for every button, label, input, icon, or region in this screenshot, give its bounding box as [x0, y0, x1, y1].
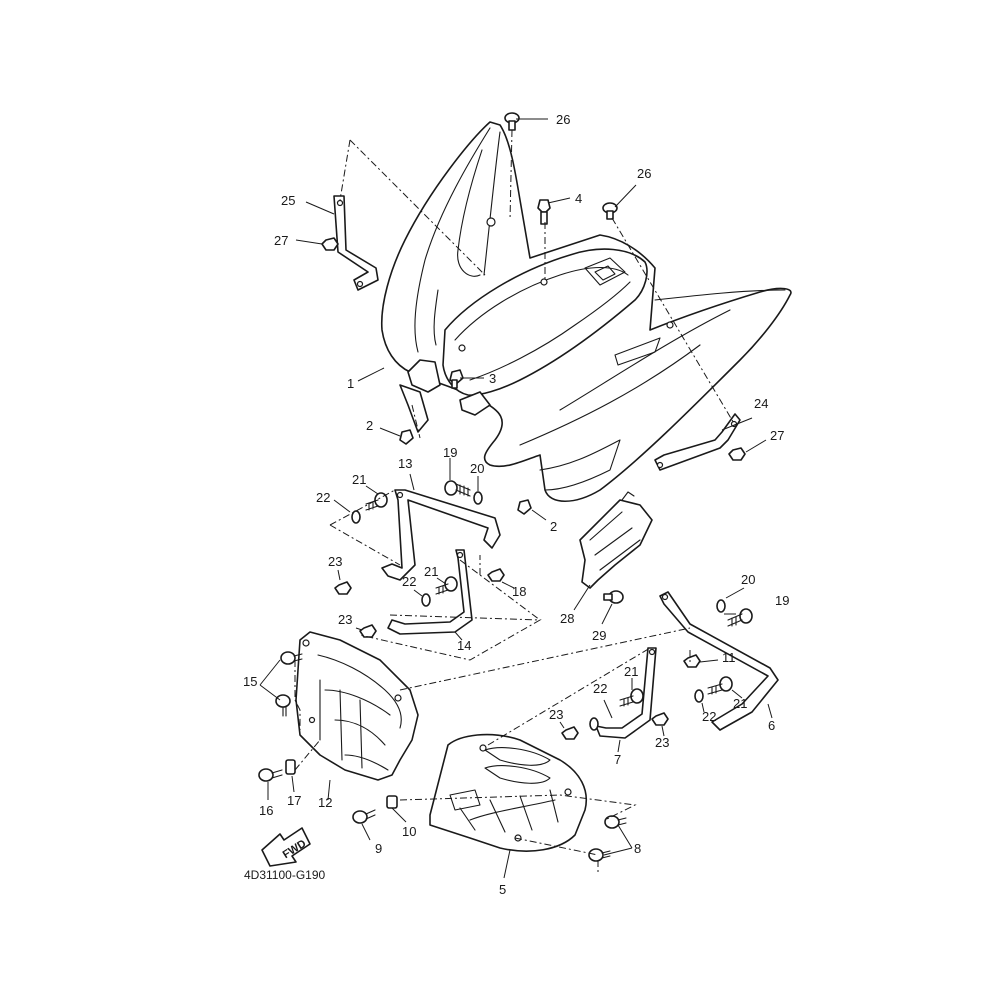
- callout-22-a: 22: [316, 490, 330, 505]
- mud-flap-12: [295, 631, 419, 781]
- callout-22-d: 22: [702, 709, 716, 724]
- nut-18: [487, 568, 505, 582]
- callout-5: 5: [499, 882, 506, 897]
- callout-7: 7: [614, 752, 621, 767]
- bolt-21-b: [435, 576, 458, 595]
- callout-14: 14: [457, 638, 471, 653]
- bolt-19-upper: [444, 480, 471, 497]
- rear-fender: [380, 121, 792, 502]
- mud-flap-5: [429, 733, 587, 852]
- callout-1: 1: [347, 376, 354, 391]
- bolt-26-right: [602, 202, 618, 220]
- nut-23-d: [651, 712, 669, 726]
- callout-19-upper: 19: [443, 445, 457, 460]
- bolt-3: [449, 369, 464, 389]
- callout-8: 8: [634, 841, 641, 856]
- callout-2-right: 2: [550, 519, 557, 534]
- washer-20-upper: [473, 491, 483, 505]
- callout-21-c: 21: [624, 664, 638, 679]
- callout-26-top: 26: [556, 112, 570, 127]
- washer-22-d: [694, 689, 704, 703]
- callout-3: 3: [489, 371, 496, 386]
- cover-28: [579, 491, 653, 589]
- callout-22-b: 22: [402, 574, 416, 589]
- callout-28: 28: [560, 611, 574, 626]
- callout-20-right: 20: [741, 572, 755, 587]
- bolt-2-right: [517, 499, 532, 515]
- bolt-21-c: [619, 688, 644, 707]
- nut-27-left: [321, 237, 339, 251]
- bracket-25: [333, 195, 379, 291]
- screw-9: [352, 809, 376, 824]
- bolt-4: [537, 199, 551, 225]
- screw-16: [258, 768, 283, 782]
- callout-19-right: 19: [775, 593, 789, 608]
- callout-22-c: 22: [593, 681, 607, 696]
- screw-15-lower: [275, 694, 291, 717]
- callout-23-b: 23: [338, 612, 352, 627]
- callout-15: 15: [243, 674, 257, 689]
- collar-10: [386, 795, 398, 809]
- callout-27-left: 27: [274, 233, 288, 248]
- callout-24: 24: [754, 396, 768, 411]
- bolt-2-left: [399, 429, 414, 445]
- washer-22-c: [589, 717, 599, 731]
- callout-20-upper: 20: [470, 461, 484, 476]
- callout-18: 18: [512, 584, 526, 599]
- screw-15-upper: [280, 651, 303, 665]
- collar-17: [285, 759, 296, 775]
- callout-12: 12: [318, 795, 332, 810]
- callout-2-left: 2: [366, 418, 373, 433]
- callout-27-right: 27: [770, 428, 784, 443]
- stay-7: [595, 647, 657, 739]
- callout-29: 29: [592, 628, 606, 643]
- screw-8-upper: [604, 815, 627, 829]
- stay-6: [659, 591, 779, 731]
- leader-lines: [259, 118, 773, 879]
- callout-4: 4: [575, 191, 582, 206]
- bracket-24: [654, 413, 741, 471]
- callout-25: 25: [281, 193, 295, 208]
- nut-23-c: [561, 726, 579, 740]
- callout-labels: 26 26 4 25 27 1 3 2 24 27 19 13 20 21 22…: [243, 112, 789, 897]
- callout-26-right: 26: [637, 166, 651, 181]
- callout-21-d: 21: [733, 696, 747, 711]
- callout-21-b: 21: [424, 564, 438, 579]
- bolt-21-d: [707, 676, 733, 695]
- callout-23-d: 23: [655, 735, 669, 750]
- callout-17: 17: [287, 793, 301, 808]
- nut-11: [683, 654, 701, 668]
- callout-13: 13: [398, 456, 412, 471]
- fwd-arrow-icon: FWD: [261, 827, 311, 867]
- screw-8-lower: [588, 848, 611, 862]
- bolt-19-right: [727, 608, 753, 627]
- callout-9: 9: [375, 841, 382, 856]
- bolt-29: [603, 590, 624, 604]
- washer-22-a: [351, 510, 361, 524]
- bolt-26-top: [504, 112, 520, 131]
- nut-27-right: [728, 447, 746, 461]
- callout-10: 10: [402, 824, 416, 839]
- callout-21-a: 21: [352, 472, 366, 487]
- stay-13: [381, 489, 501, 581]
- assembly-lines: [294, 129, 736, 875]
- callout-6: 6: [768, 718, 775, 733]
- callout-23-a: 23: [328, 554, 342, 569]
- callout-11: 11: [722, 650, 736, 665]
- washer-20-right: [716, 599, 726, 613]
- nut-23-a: [334, 581, 352, 595]
- washer-22-b: [421, 593, 431, 607]
- callout-23-c: 23: [549, 707, 563, 722]
- callout-16: 16: [259, 803, 273, 818]
- nut-23-b: [359, 624, 377, 638]
- stay-14: [387, 549, 473, 635]
- diagram-code: 4D31100-G190: [244, 868, 325, 882]
